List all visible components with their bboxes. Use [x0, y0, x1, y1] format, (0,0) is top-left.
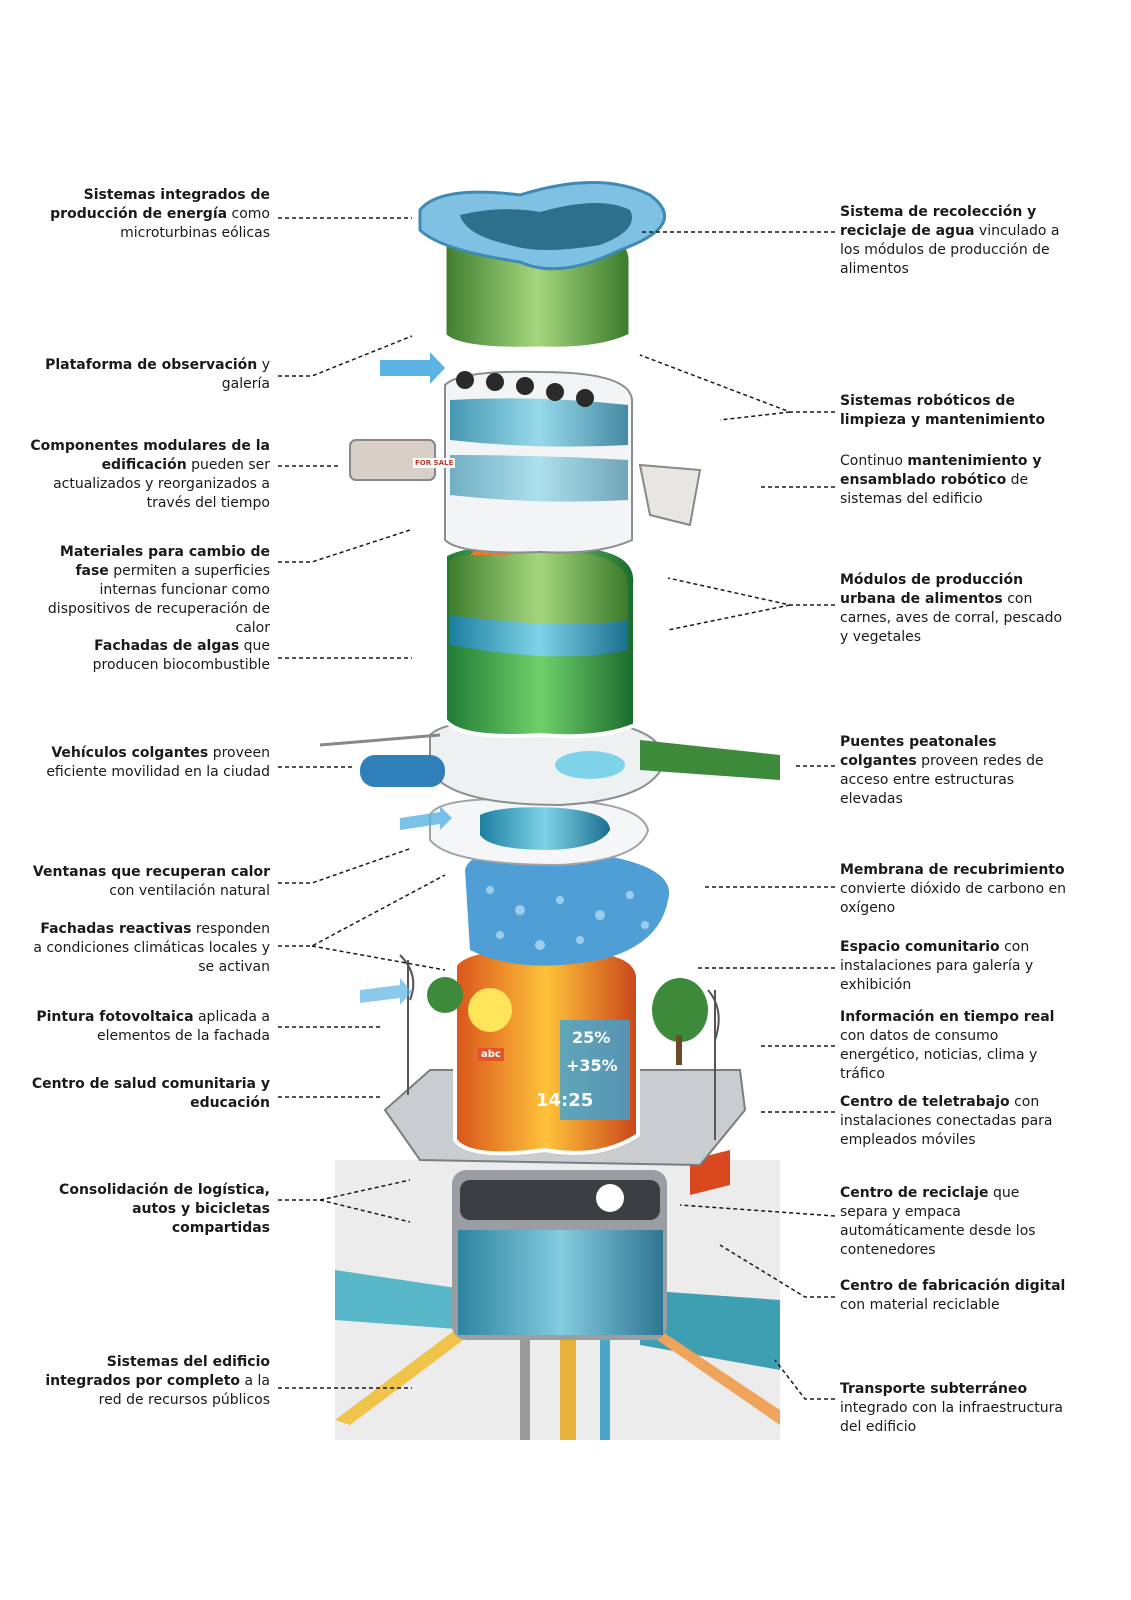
- label-energy: Sistemas integrados de producción de ene…: [50, 187, 270, 241]
- algae-block: [443, 541, 638, 739]
- windows-block: [429, 798, 650, 867]
- label-windows: Ventanas que recuperan calor con ventila…: [32, 864, 270, 899]
- label-health: Centro de salud comunitaria y educación: [31, 1076, 270, 1111]
- label-modular: Componentes modulares de la edificación …: [30, 438, 270, 511]
- label-algae: Fachadas de algas que producen biocombus…: [92, 638, 270, 673]
- label-network: Sistemas del edificio integrados por com…: [45, 1354, 270, 1408]
- trees: [427, 977, 708, 1065]
- label-maintenance: Continuo mantenimiento y ensamblado robó…: [840, 453, 1042, 507]
- label-phase: Materiales para cambio de fase permiten …: [47, 544, 270, 636]
- bridge-level: [319, 718, 780, 807]
- label-food: Módulos de producción urbana de alimento…: [840, 572, 1063, 645]
- screen-abc: abc: [478, 1048, 504, 1061]
- screen-pct1: 25%: [572, 1028, 611, 1047]
- label-telework: Centro de teletrabajo con instalaciones …: [840, 1094, 1053, 1148]
- lower-block: [452, 1150, 730, 1340]
- label-observation: Plataforma de observación y galería: [45, 357, 270, 392]
- label-reactive: Fachadas reactivas responden a condicion…: [33, 921, 270, 975]
- label-fab: Centro de fabricación digital con materi…: [840, 1278, 1066, 1313]
- label-logistics: Consolidación de logística, autos y bici…: [59, 1182, 270, 1236]
- label-vehicles: Vehículos colgantes proveen eficiente mo…: [46, 745, 270, 780]
- screen-pct2: +35%: [566, 1056, 618, 1075]
- label-bridges: Puentes peatonales colgantes proveen red…: [840, 734, 1044, 807]
- energy-rays: [469, 100, 611, 210]
- wind-arrows: [360, 352, 452, 1005]
- modular-block: [349, 370, 702, 554]
- label-membrane: Membrana de recubrimiento convierte dióx…: [840, 862, 1067, 916]
- label-pv: Pintura fotovoltaica aplicada a elemento…: [36, 1009, 270, 1044]
- label-info: Información en tiempo real con datos de …: [840, 1009, 1055, 1082]
- screen-clock: 14:25: [536, 1090, 594, 1111]
- label-community: Espacio comunitario con instalaciones pa…: [840, 939, 1034, 993]
- for-sale-sign: FOR SALE: [413, 458, 456, 468]
- roof-block: [418, 181, 667, 350]
- membrane-block: [465, 849, 670, 966]
- label-robots: Sistemas robóticos de limpieza y manteni…: [840, 393, 1046, 428]
- label-recycling: Centro de reciclaje que separa y empaca …: [840, 1185, 1036, 1258]
- pv-block: [453, 947, 641, 1156]
- wind-turbines: [399, 954, 720, 1140]
- label-subway: Transporte subterráneo integrado con la …: [840, 1381, 1063, 1435]
- label-water: Sistema de recolección y reciclaje de ag…: [840, 204, 1060, 277]
